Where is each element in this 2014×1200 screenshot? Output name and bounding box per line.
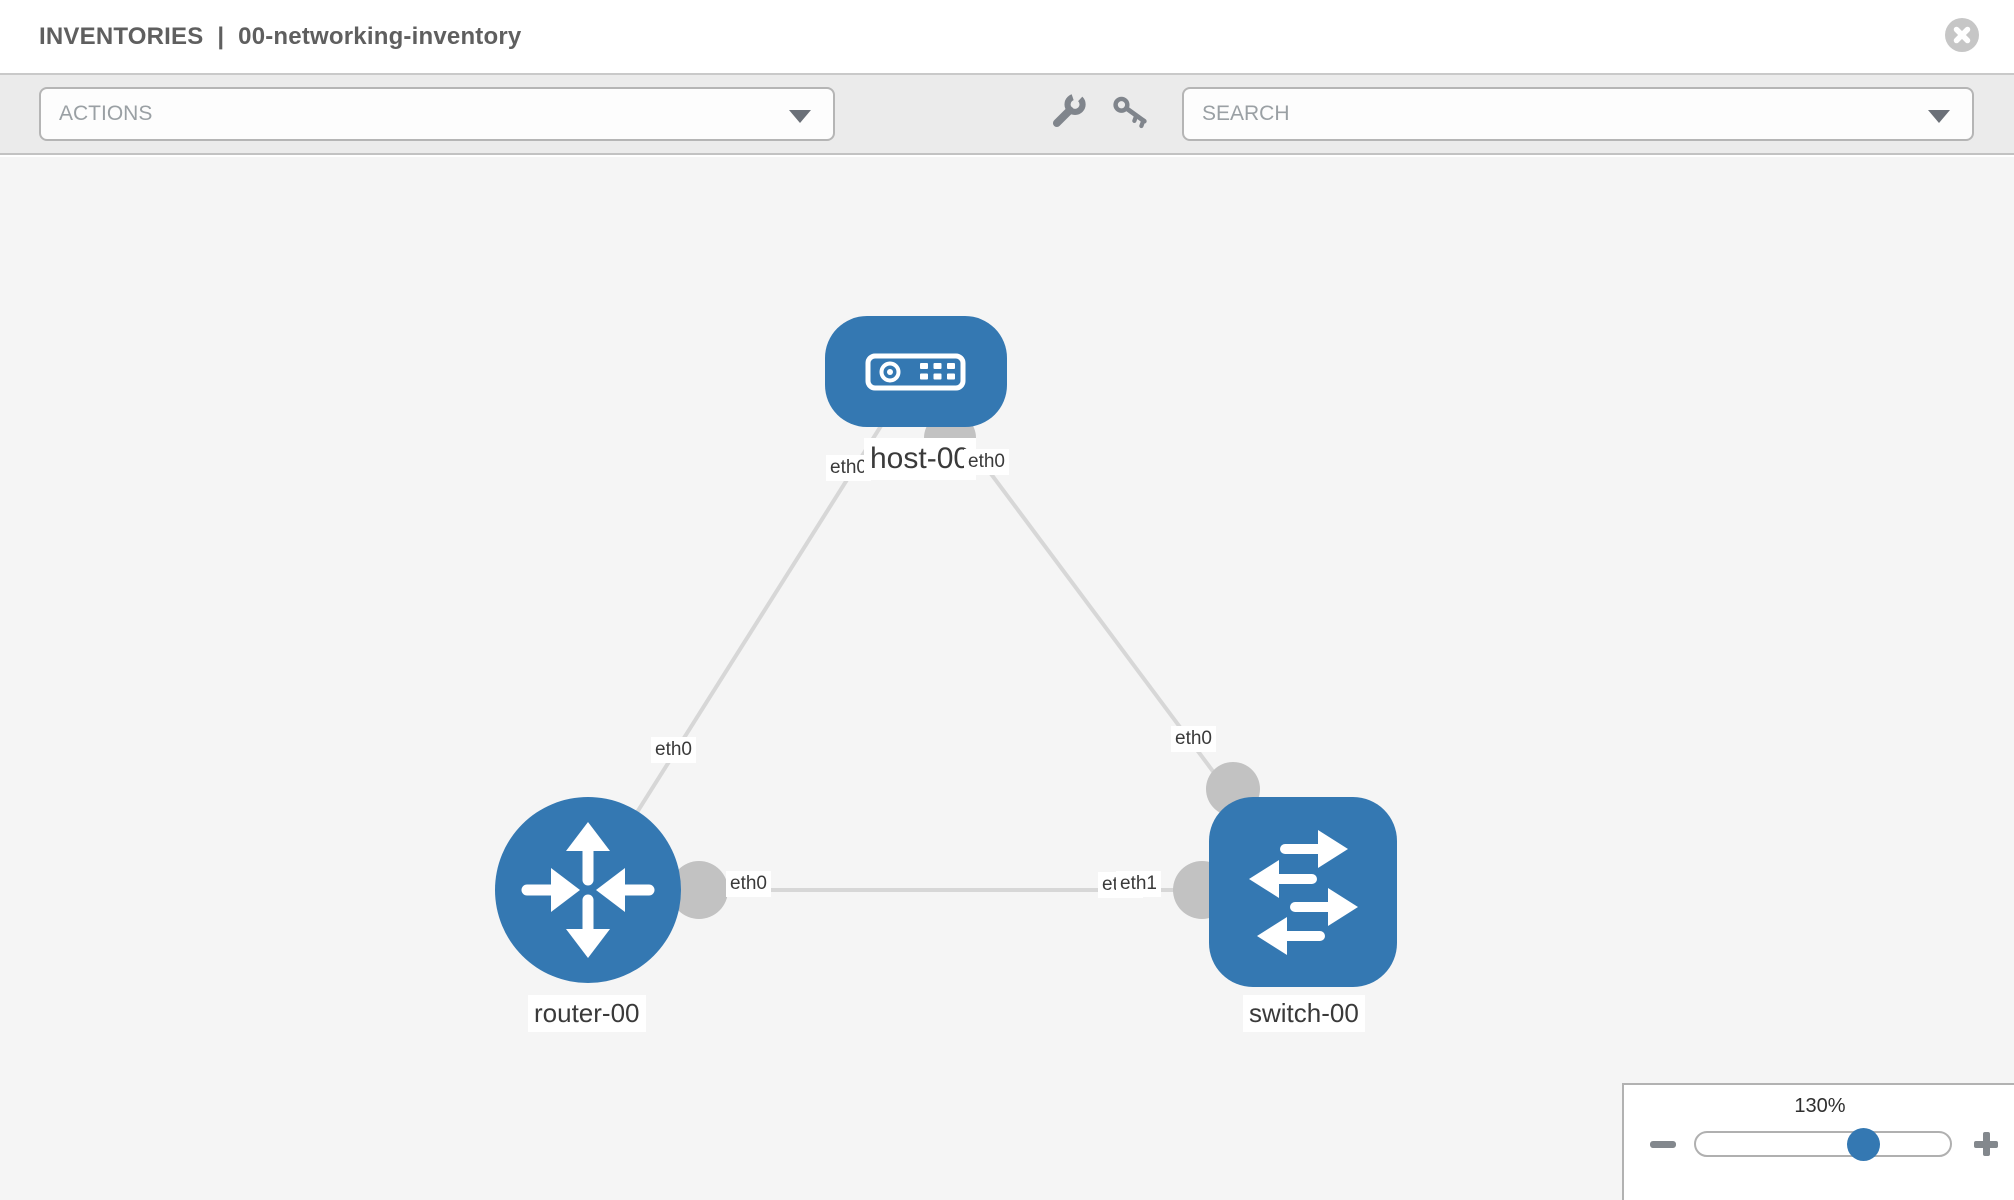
zoom-slider-track[interactable] bbox=[1694, 1131, 1952, 1157]
node-router[interactable] bbox=[495, 797, 681, 983]
tools-button[interactable] bbox=[1048, 90, 1088, 135]
breadcrumb-separator: | bbox=[217, 23, 225, 50]
node-label-host[interactable]: host-00 bbox=[864, 438, 977, 480]
page-title: INVENTORIES | 00-networking-inventory bbox=[39, 0, 521, 73]
wrench-icon bbox=[1048, 90, 1088, 135]
interface-label: eth0 bbox=[826, 455, 871, 481]
interface-label: eth1 bbox=[1116, 871, 1161, 897]
caret-down-icon bbox=[1928, 110, 1950, 123]
interface-connector bbox=[670, 861, 728, 919]
server-icon bbox=[865, 353, 966, 391]
x-circle-icon bbox=[1945, 18, 1979, 52]
toolbar: ACTIONS SEARC bbox=[0, 75, 2014, 155]
close-button[interactable] bbox=[1945, 18, 1979, 52]
zoom-in-button plus-icon[interactable] bbox=[1974, 1132, 1998, 1156]
search-placeholder: SEARCH bbox=[1202, 102, 1290, 125]
topology-canvas-background[interactable] bbox=[0, 157, 2014, 1200]
zoom-slider-thumb[interactable] bbox=[1847, 1128, 1880, 1161]
key-icon bbox=[1112, 96, 1152, 133]
node-label-switch[interactable]: switch-00 bbox=[1243, 995, 1365, 1032]
actions-dropdown-label: ACTIONS bbox=[59, 102, 153, 125]
zoom-level-value: 130% bbox=[1794, 1095, 1846, 1117]
actions-dropdown[interactable]: ACTIONS bbox=[39, 87, 835, 141]
breadcrumb-item: 00-networking-inventory bbox=[238, 23, 522, 50]
zoom-control-panel: 130% bbox=[1622, 1083, 2014, 1200]
interface-label: eth0 bbox=[964, 449, 1009, 475]
caret-down-icon bbox=[789, 110, 811, 123]
node-host[interactable] bbox=[825, 316, 1007, 427]
router-icon bbox=[521, 822, 655, 958]
zoom-out-button minus-icon[interactable] bbox=[1650, 1141, 1676, 1148]
search-dropdown[interactable]: SEARCH bbox=[1182, 87, 1974, 141]
interface-label: eth0 bbox=[726, 871, 771, 897]
interface-label: eth0 bbox=[1171, 726, 1216, 752]
header: INVENTORIES | 00-networking-inventory bbox=[0, 0, 2014, 75]
switch-icon bbox=[1249, 830, 1358, 955]
credentials-button[interactable] bbox=[1112, 96, 1152, 130]
node-switch[interactable] bbox=[1209, 797, 1397, 987]
interface-label: eth0 bbox=[651, 737, 696, 763]
node-label-router[interactable]: router-00 bbox=[528, 995, 646, 1032]
breadcrumb-section: INVENTORIES bbox=[39, 23, 204, 50]
